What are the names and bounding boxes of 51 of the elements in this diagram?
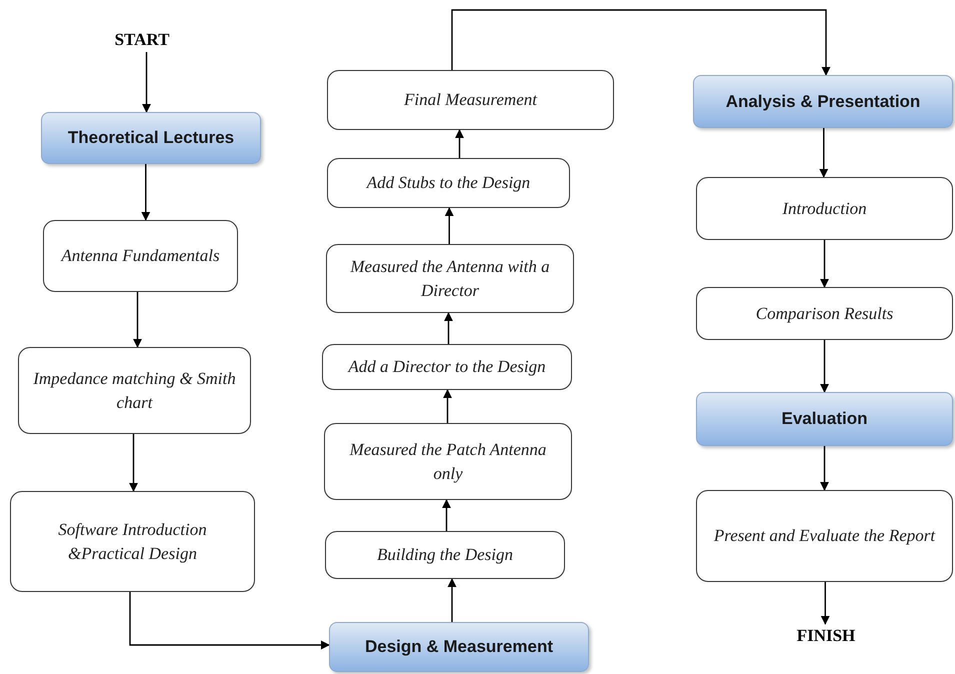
- process-box: [322, 344, 572, 390]
- arrow: [129, 592, 330, 650]
- step-label: Add a Director to the Design: [348, 356, 546, 378]
- step-label: Add Stubs to the Design: [366, 172, 530, 194]
- terminal-label: START: [114, 29, 170, 52]
- arrow: [444, 312, 453, 344]
- arrow: [820, 340, 829, 393]
- process-box: [696, 177, 953, 240]
- arrow: [820, 240, 829, 288]
- step-label: Final Measurement: [404, 89, 537, 112]
- step-label: Analysis & Presentation: [726, 90, 920, 113]
- arrow: [448, 578, 456, 622]
- step-label: Present and Evaluate the Report: [714, 525, 936, 548]
- process-box: [696, 287, 953, 340]
- arrow: [444, 207, 454, 244]
- arrow: [141, 164, 150, 221]
- arrow: [820, 582, 830, 625]
- arrow: [819, 128, 828, 178]
- step-label: Comparison Results: [756, 302, 894, 325]
- process-box: [327, 158, 570, 208]
- process-box: [43, 220, 238, 292]
- process-box: [18, 347, 251, 434]
- terminal-label: FINISH: [796, 625, 856, 648]
- arrow: [455, 129, 464, 158]
- step-label: Building the Design: [377, 544, 513, 566]
- step-label: Antenna Fundamentals: [61, 245, 220, 268]
- step-label: Evaluation: [782, 408, 868, 430]
- step-label: Measured the Patch Antenna only: [348, 439, 548, 485]
- process-box: [327, 70, 614, 130]
- step-label: Theoretical Lectures: [68, 127, 234, 150]
- step-label: Design & Measurement: [365, 636, 553, 658]
- step-label: Impedance matching & Smith chart: [32, 368, 237, 414]
- step-label: Software Introduction &Practical Design: [57, 519, 208, 565]
- phase-box: [41, 112, 261, 164]
- process-box: [326, 244, 574, 313]
- phase-box: [693, 75, 953, 128]
- arrow: [142, 52, 151, 113]
- step-label: Introduction: [782, 198, 867, 220]
- phase-box: [329, 622, 589, 672]
- process-box: [696, 490, 953, 582]
- process-box: [324, 423, 572, 500]
- arrow: [451, 9, 830, 76]
- arrow: [133, 292, 142, 348]
- arrow: [443, 389, 452, 423]
- phase-box: [696, 392, 953, 446]
- process-box: [10, 491, 255, 592]
- arrow: [442, 499, 451, 531]
- step-label: Measured the Antenna with a Director: [349, 256, 551, 302]
- arrow: [820, 446, 829, 491]
- process-box: [325, 531, 565, 579]
- arrow: [129, 434, 138, 492]
